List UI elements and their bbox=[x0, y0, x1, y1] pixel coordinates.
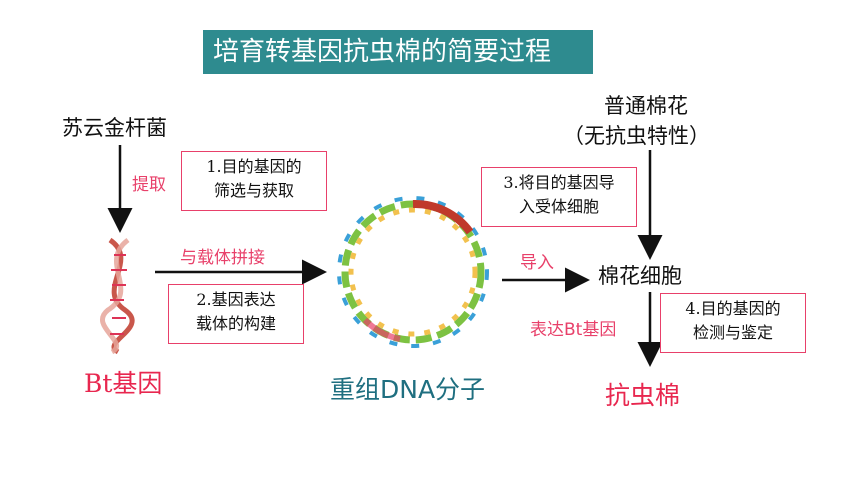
dna-helix-icon bbox=[100, 237, 135, 355]
step2-line1: 2.基因表达 bbox=[196, 290, 276, 309]
step-box-1: 1.目的基因的 筛选与获取 bbox=[181, 151, 327, 211]
express-label: 表达Bt基因 bbox=[530, 320, 617, 340]
step1-line1: 1.目的基因的 bbox=[206, 157, 302, 176]
cotton-label: 普通棉花 bbox=[604, 94, 688, 118]
bt-gene-label: Bt基因 bbox=[84, 369, 163, 398]
diagram-title: 培育转基因抗虫棉的简要过程 bbox=[203, 30, 593, 74]
cotton-cell-label: 棉花细胞 bbox=[598, 264, 682, 288]
cotton-note-label: （无抗虫特性） bbox=[563, 124, 710, 148]
extract-label: 提取 bbox=[132, 175, 166, 195]
recombinant-dna-label: 重组DNA分子 bbox=[330, 375, 486, 404]
introduce-label: 导入 bbox=[520, 253, 554, 273]
step-box-3: 3.将目的基因导 入受体细胞 bbox=[481, 167, 637, 227]
step4-line2: 检测与鉴定 bbox=[692, 323, 773, 342]
pest-resistant-cotton-label: 抗虫棉 bbox=[605, 381, 681, 410]
step3-line1: 3.将目的基因导 bbox=[503, 173, 615, 192]
step-box-2: 2.基因表达 载体的构建 bbox=[168, 284, 304, 344]
step4-line1: 4.目的基因的 bbox=[685, 299, 781, 318]
ligate-label: 与载体拼接 bbox=[180, 248, 265, 268]
step2-line2: 载体的构建 bbox=[195, 314, 276, 333]
bacterium-label: 苏云金杆菌 bbox=[62, 116, 167, 140]
step3-line2: 入受体细胞 bbox=[518, 197, 599, 216]
step-box-4: 4.目的基因的 检测与鉴定 bbox=[660, 293, 806, 353]
step1-line2: 筛选与获取 bbox=[213, 181, 294, 200]
plasmid-ring-icon bbox=[337, 196, 489, 348]
